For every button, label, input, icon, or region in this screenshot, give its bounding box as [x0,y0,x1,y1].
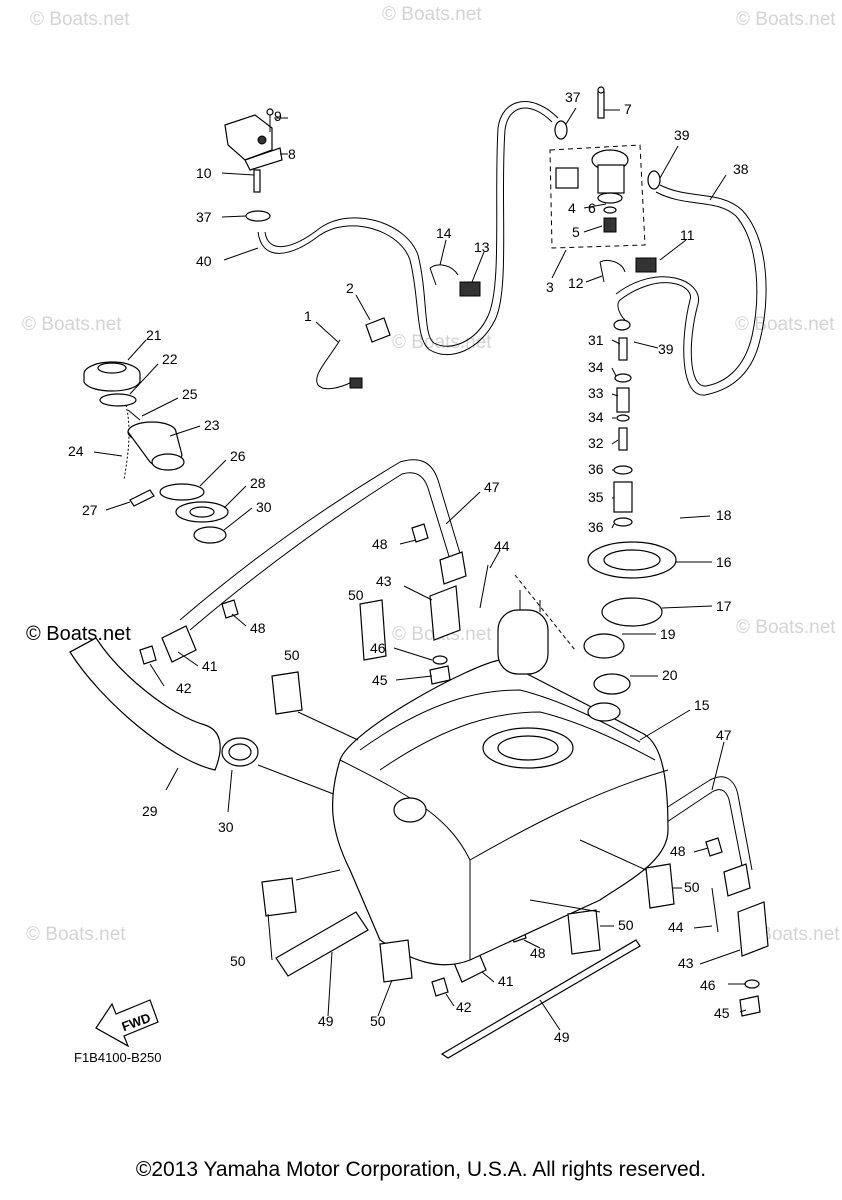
part-label: 39 [674,127,690,143]
part-label: 48 [250,620,266,636]
part-label: 35 [588,489,604,505]
part-label: 2 [346,280,354,296]
part-label: 49 [318,1013,334,1029]
part-label: 33 [588,385,604,401]
vent-hose-assembly [224,86,767,396]
hose-connectors [613,319,633,527]
part-label: 42 [176,680,192,696]
watermark: © Boats.net [736,9,836,30]
filler-neck-assembly [83,361,229,544]
part-label: 34 [588,409,604,425]
part-label: 48 [372,536,388,552]
part-label: 14 [436,225,452,241]
watermark: © Boats.net [30,9,130,30]
part-label: 43 [376,573,392,589]
part-label: 29 [142,803,158,819]
part-label: 23 [204,417,220,433]
copyright-notice: ©2013 Yamaha Motor Corporation, U.S.A. A… [135,1158,707,1181]
watermark: © Boats.net [736,617,836,638]
part-label: 6 [588,200,596,216]
forward-direction-arrow: FWD [95,999,159,1048]
part-label: 36 [588,461,604,477]
watermark: © Boats.net [382,4,482,25]
watermark: © Boats.net [26,924,126,945]
part-label: 24 [68,443,84,459]
part-label: 34 [588,359,604,375]
watermark: © Boats.net [392,332,492,353]
part-label: 10 [196,165,212,181]
filler-hose [69,637,371,809]
part-label: 9 [274,108,282,124]
part-label: 42 [456,999,472,1015]
part-label: 15 [694,697,710,713]
part-label: 50 [348,587,364,603]
part-label: 44 [494,538,510,554]
part-label: 16 [716,554,732,570]
part-label: 46 [700,977,716,993]
part-label: 25 [182,386,198,402]
part-label: 50 [284,647,300,663]
part-label: 36 [588,519,604,535]
part-label: 43 [678,955,694,971]
part-label: 4 [568,200,576,216]
part-label: 50 [684,879,700,895]
part-label: 12 [568,275,584,291]
part-label: 32 [588,435,604,451]
part-label: 20 [662,667,678,683]
part-label: 41 [498,973,514,989]
part-label: 48 [530,945,546,961]
part-label: 18 [716,507,732,523]
part-label: 38 [733,161,749,177]
part-label: 50 [230,953,246,969]
part-label: 21 [146,327,162,343]
part-label: 30 [218,819,234,835]
part-label: 45 [714,1005,730,1021]
part-label: 31 [588,332,604,348]
watermark: © Boats.net [22,314,122,335]
part-label: 3 [546,279,554,295]
part-label: 17 [716,598,732,614]
part-label: 1 [304,308,312,324]
watermark: © Boats.net [735,314,835,335]
fwd-arrow-icon [95,999,159,1048]
part-label: 22 [162,351,178,367]
part-label: 27 [82,502,98,518]
diagram-code: F1B4100-B250 [74,1050,161,1065]
part-label: 49 [554,1029,570,1045]
part-label: 7 [624,101,632,117]
part-label: 48 [670,843,686,859]
part-label: 47 [484,479,500,495]
part-label: 5 [572,224,580,240]
part-label: 50 [370,1013,386,1029]
part-label: 37 [565,89,581,105]
watermark-dark: © Boats.net [26,623,131,645]
part-label: 44 [668,919,684,935]
part-number-labels: 9 8 10 37 40 37 7 39 38 4 6 5 3 11 12 13… [68,89,749,1045]
part-label: 39 [658,341,674,357]
part-label: 13 [474,239,490,255]
rubber-pads [261,599,675,1059]
part-label: 45 [372,672,388,688]
part-label: 30 [256,499,272,515]
part-label: 46 [370,640,386,656]
part-label: 8 [288,146,296,162]
part-label: 19 [660,626,676,642]
part-label: 11 [680,227,695,243]
part-label: 26 [230,448,246,464]
part-label: 41 [202,658,218,674]
part-label: 37 [196,209,212,225]
part-label: 47 [716,727,732,743]
part-label: 28 [250,475,266,491]
part-label: 40 [196,253,212,269]
fuel-tank [332,541,677,966]
leader-lines [93,107,747,1031]
part-label: 50 [618,917,634,933]
